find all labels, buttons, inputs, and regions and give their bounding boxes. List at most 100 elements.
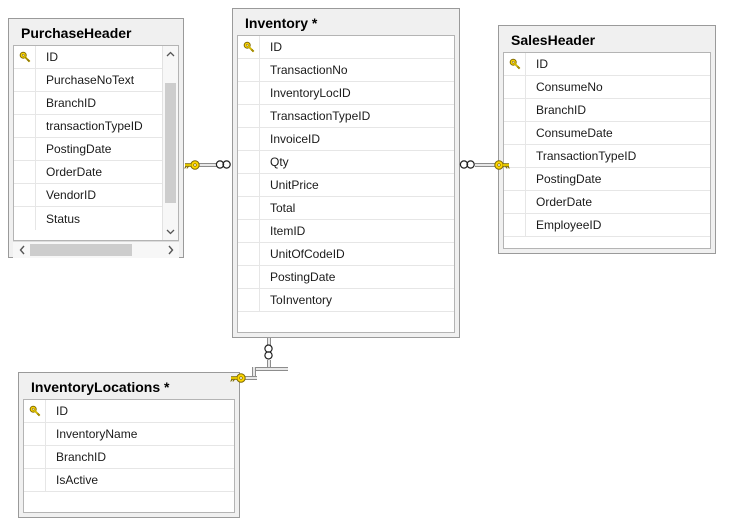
infinity-icon[interactable] (459, 158, 476, 176)
field-name: OrderDate (536, 195, 593, 209)
field-name: ConsumeDate (536, 126, 613, 140)
row-gutter (238, 82, 260, 104)
relationship-line-to-table[interactable] (243, 376, 257, 380)
row-gutter (238, 151, 260, 173)
field-grid-purchase-header[interactable]: ID PurchaseNoText BranchID transactionTy… (13, 45, 179, 241)
table-row[interactable]: BranchID (504, 99, 710, 122)
field-name: ID (46, 50, 58, 64)
field-rows-purchase-header: ID PurchaseNoText BranchID transactionTy… (14, 46, 162, 240)
table-row[interactable]: TransactionNo (238, 59, 454, 82)
table-row[interactable]: BranchID (24, 446, 234, 469)
row-gutter (14, 138, 36, 160)
horizontal-scrollbar-purchase-header[interactable] (13, 241, 179, 258)
relationship-line[interactable] (194, 163, 218, 167)
infinity-icon[interactable] (262, 344, 275, 366)
table-row[interactable]: ID (24, 400, 234, 423)
key-icon[interactable] (492, 158, 510, 177)
table-row[interactable]: ItemID (238, 220, 454, 243)
field-name: PostingDate (536, 172, 602, 186)
table-row[interactable]: ToInventory (238, 289, 454, 312)
table-row[interactable]: InventoryName (24, 423, 234, 446)
field-name: PostingDate (46, 142, 112, 156)
relationship-line-vertical-left[interactable] (252, 367, 256, 380)
table-inventory[interactable]: Inventory * ID TransactionNo InventoryLo… (232, 8, 460, 338)
key-icon (243, 41, 254, 53)
relationship-inventorylocations-inventory[interactable] (230, 338, 300, 388)
field-name: InvoiceID (270, 132, 321, 146)
table-row[interactable]: TransactionTypeID (504, 145, 710, 168)
table-row[interactable]: EmployeeID (504, 214, 710, 237)
table-row[interactable]: ID (14, 46, 162, 69)
field-name: PostingDate (270, 270, 336, 284)
table-row[interactable]: transactionTypeID (14, 115, 162, 138)
row-gutter (504, 191, 526, 213)
empty-row[interactable] (504, 237, 710, 248)
table-row[interactable]: TransactionTypeID (238, 105, 454, 128)
table-row[interactable]: PostingDate (504, 168, 710, 191)
field-name: Status (46, 211, 81, 226)
table-row[interactable]: PostingDate (238, 266, 454, 289)
infinity-icon[interactable] (215, 158, 232, 176)
table-row[interactable]: Qty (238, 151, 454, 174)
table-row[interactable]: IsActive (24, 469, 234, 492)
scroll-thumb-vertical[interactable] (165, 83, 176, 203)
table-sales-header[interactable]: SalesHeader ID ConsumeNo BranchID Consum… (498, 25, 716, 254)
table-row[interactable]: Total (238, 197, 454, 220)
key-icon (19, 51, 30, 63)
table-row[interactable]: InventoryLocID (238, 82, 454, 105)
table-row[interactable]: OrderDate (14, 161, 162, 184)
row-gutter (24, 423, 46, 445)
table-row[interactable]: PostingDate (14, 138, 162, 161)
table-row[interactable]: UnitOfCodeID (238, 243, 454, 266)
table-row[interactable]: InvoiceID (238, 128, 454, 151)
table-row[interactable]: PurchaseNoText (14, 69, 162, 92)
table-row[interactable]: VendorID (14, 184, 162, 207)
scroll-thumb-horizontal[interactable] (30, 244, 132, 256)
row-gutter (24, 446, 46, 468)
key-icon[interactable] (184, 158, 202, 177)
row-gutter (504, 214, 526, 236)
relationship-inventory-salesheader[interactable] (458, 155, 510, 175)
scroll-track-bottom[interactable] (165, 203, 176, 224)
field-grid-sales-header[interactable]: ID ConsumeNo BranchID ConsumeDate Transa… (503, 52, 711, 249)
table-purchase-header[interactable]: PurchaseHeader ID PurchaseNoText (8, 18, 184, 258)
relationship-line-vertical-top[interactable] (267, 338, 271, 350)
field-name: TransactionTypeID (536, 149, 637, 163)
key-icon (509, 58, 520, 70)
empty-row[interactable] (24, 492, 234, 512)
row-gutter (14, 92, 36, 114)
chevron-right-icon[interactable] (162, 242, 179, 259)
field-name: InventoryName (56, 427, 138, 441)
row-gutter (24, 492, 46, 512)
field-grid-inventory-locations[interactable]: ID InventoryName BranchID IsActive (23, 399, 235, 513)
relationship-line-horizontal[interactable] (252, 367, 288, 371)
table-row[interactable]: BranchID (14, 92, 162, 115)
scroll-track-top[interactable] (165, 62, 176, 83)
table-row[interactable]: ID (238, 36, 454, 59)
chevron-down-icon[interactable] (162, 224, 178, 240)
table-row[interactable]: OrderDate (504, 191, 710, 214)
field-name: IsActive (56, 473, 99, 487)
field-name: InventoryLocID (270, 86, 351, 100)
field-name: ConsumeNo (536, 80, 603, 94)
field-grid-inventory[interactable]: ID TransactionNo InventoryLocID Transact… (237, 35, 455, 333)
chevron-up-icon[interactable] (162, 46, 178, 62)
vertical-scrollbar-purchase-header[interactable] (162, 46, 178, 240)
empty-row[interactable] (238, 312, 454, 332)
relationship-purchaseheader-inventory[interactable] (184, 155, 234, 175)
table-row[interactable]: ID (504, 53, 710, 76)
field-name: PurchaseNoText (46, 73, 135, 87)
key-icon[interactable] (230, 371, 248, 390)
table-row[interactable]: UnitPrice (238, 174, 454, 197)
relationship-line-vertical-bottom[interactable] (267, 360, 271, 371)
table-row[interactable]: ConsumeDate (504, 122, 710, 145)
field-name: ID (56, 404, 68, 418)
row-gutter (504, 168, 526, 190)
relationship-line[interactable] (475, 163, 497, 167)
table-row[interactable]: Status (14, 207, 162, 230)
chevron-left-icon[interactable] (13, 242, 30, 259)
scroll-track-right[interactable] (132, 244, 162, 256)
row-gutter (504, 99, 526, 121)
table-row[interactable]: ConsumeNo (504, 76, 710, 99)
table-inventory-locations[interactable]: InventoryLocations * ID InventoryName Br… (18, 372, 240, 518)
